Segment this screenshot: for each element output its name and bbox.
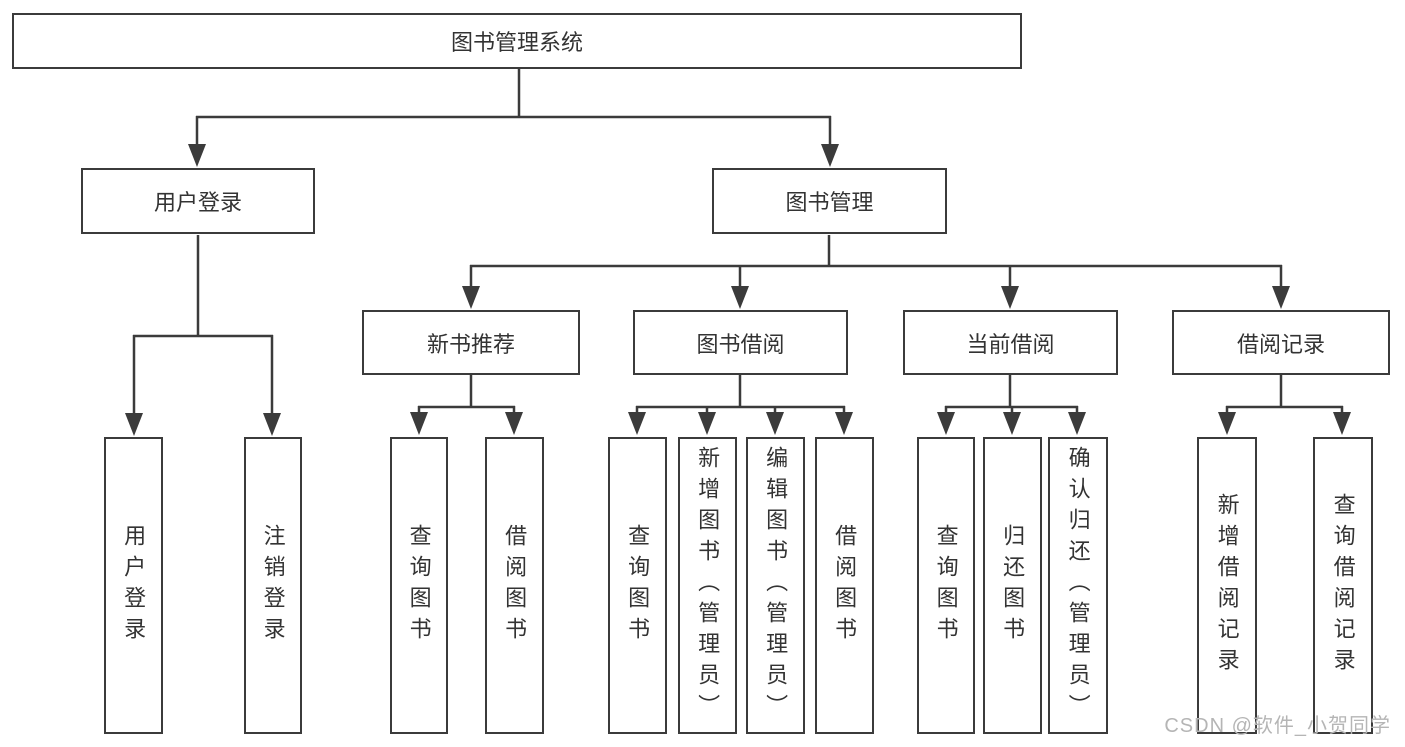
leaf-logout-label: 注销登录 xyxy=(260,523,286,648)
leaf-query-books-recommend: 查询图书 xyxy=(390,437,448,734)
leaf-user-login: 用户登录 xyxy=(104,437,163,734)
leaf-borrow-books-borrowing-label: 借阅图书 xyxy=(832,523,858,648)
leaf-query-books-recommend-label: 查询图书 xyxy=(406,523,432,648)
node-new-book-recommend-label: 新书推荐 xyxy=(426,331,515,357)
csdn-watermark: CSDN @软件_小贺同学 xyxy=(1164,715,1391,737)
leaf-query-books-borrowing-label: 查询图书 xyxy=(625,523,651,648)
leaf-query-books-current-label: 查询图书 xyxy=(933,523,959,648)
leaf-query-books-current: 查询图书 xyxy=(917,437,975,734)
node-book-management: 图书管理 xyxy=(712,168,947,234)
leaf-return-books-label: 归还图书 xyxy=(1000,523,1026,648)
leaf-query-books-borrowing: 查询图书 xyxy=(608,437,667,734)
node-root-label: 图书管理系统 xyxy=(450,30,583,55)
leaf-edit-book-admin: 编辑图书（管理员） xyxy=(746,437,805,734)
node-book-borrowing-label: 图书借阅 xyxy=(696,331,785,357)
leaf-return-books: 归还图书 xyxy=(983,437,1042,734)
node-user-login-label: 用户登录 xyxy=(153,190,242,215)
node-root: 图书管理系统 xyxy=(12,13,1022,69)
leaf-borrow-books-recommend: 借阅图书 xyxy=(485,437,544,734)
leaf-user-login-label: 用户登录 xyxy=(121,523,147,648)
leaf-query-borrow-record-label: 查询借阅记录 xyxy=(1330,492,1356,679)
leaf-add-borrow-record-label: 新增借阅记录 xyxy=(1214,492,1240,679)
leaf-edit-book-admin-label: 编辑图书（管理员） xyxy=(763,446,789,725)
node-current-borrowing: 当前借阅 xyxy=(903,310,1118,375)
node-new-book-recommend: 新书推荐 xyxy=(362,310,580,375)
leaf-add-borrow-record: 新增借阅记录 xyxy=(1197,437,1257,734)
node-book-borrowing: 图书借阅 xyxy=(633,310,848,375)
leaf-query-borrow-record: 查询借阅记录 xyxy=(1313,437,1373,734)
node-user-login: 用户登录 xyxy=(81,168,315,234)
leaf-borrow-books-recommend-label: 借阅图书 xyxy=(502,523,528,648)
node-borrow-records: 借阅记录 xyxy=(1172,310,1390,375)
node-book-management-label: 图书管理 xyxy=(785,190,874,215)
node-current-borrowing-label: 当前借阅 xyxy=(966,331,1055,357)
leaf-add-book-admin-label: 新增图书（管理员） xyxy=(695,446,721,725)
leaf-confirm-return-admin-label: 确认归还（管理员） xyxy=(1065,446,1091,725)
leaf-logout: 注销登录 xyxy=(244,437,302,734)
leaf-confirm-return-admin: 确认归还（管理员） xyxy=(1048,437,1108,734)
node-borrow-records-label: 借阅记录 xyxy=(1236,331,1325,357)
leaf-borrow-books-borrowing: 借阅图书 xyxy=(815,437,874,734)
arrowheads xyxy=(125,144,1351,436)
leaf-add-book-admin: 新增图书（管理员） xyxy=(678,437,737,734)
